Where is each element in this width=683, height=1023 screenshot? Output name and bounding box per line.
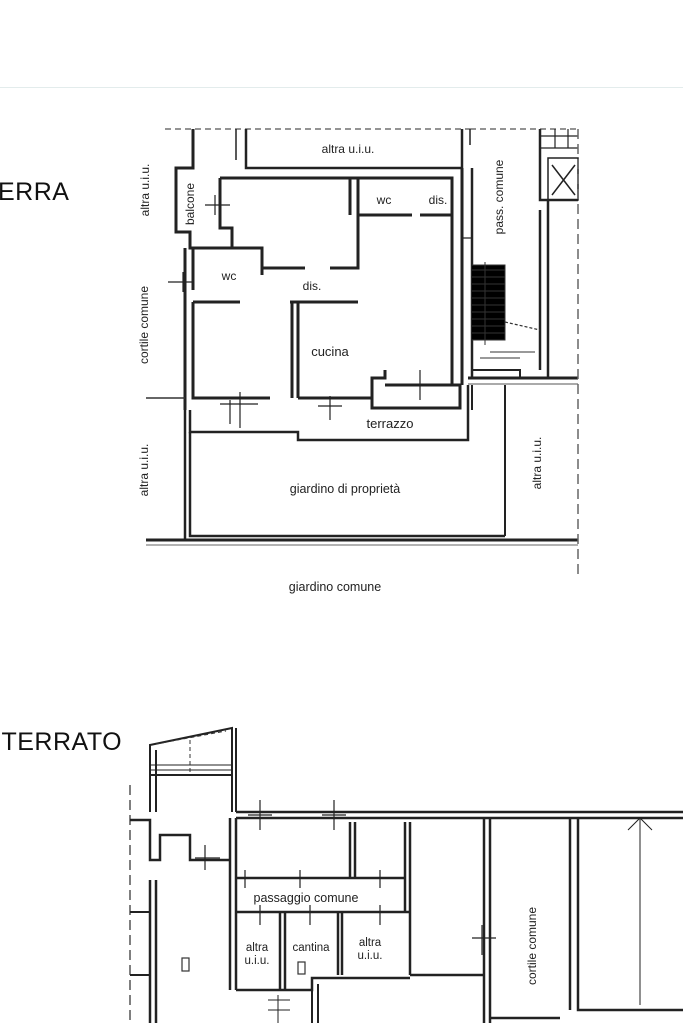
basement-floor-label: ITERRATO bbox=[0, 728, 123, 756]
label-dis-top: dis. bbox=[429, 193, 448, 207]
basement-plan: passaggio comune altra u.i.u. cantina al… bbox=[129, 726, 683, 1023]
label-altra-left-bottom: altra u.i.u. bbox=[137, 444, 151, 497]
label-dis-left: dis. bbox=[303, 279, 322, 293]
label-altra-right: altra u.i.u. bbox=[530, 437, 544, 490]
label-pass-comune: pass. comune bbox=[492, 159, 506, 234]
label-passaggio-comune: passaggio comune bbox=[254, 891, 359, 905]
label-cucina: cucina bbox=[311, 344, 349, 359]
label-altra-1-line2: u.i.u. bbox=[245, 955, 270, 967]
label-altra-top: altra u.i.u. bbox=[322, 142, 375, 156]
label-altra-left-top: altra u.i.u. bbox=[138, 164, 152, 217]
label-balcone: balcone bbox=[183, 183, 197, 225]
label-wc-left: wc bbox=[221, 269, 237, 283]
label-basement-cortile-comune: cortile comune bbox=[525, 907, 539, 985]
label-altra-1-line1: altra bbox=[246, 942, 269, 954]
label-altra-2-line1: altra bbox=[359, 937, 382, 949]
label-terrazzo: terrazzo bbox=[367, 416, 414, 431]
top-divider-line bbox=[0, 87, 683, 88]
label-giardino-proprieta: giardino di proprietà bbox=[290, 482, 401, 496]
ground-floor-label: ERRA bbox=[0, 178, 70, 206]
label-cantina: cantina bbox=[292, 942, 330, 954]
label-cortile-comune: cortile comune bbox=[137, 286, 151, 364]
label-giardino-comune: giardino comune bbox=[289, 580, 381, 594]
ground-floor-plan: altra u.i.u. altra u.i.u. balcone wc dis… bbox=[137, 128, 579, 594]
label-wc-top: wc bbox=[376, 193, 392, 207]
label-altra-2-line2: u.i.u. bbox=[358, 950, 383, 962]
